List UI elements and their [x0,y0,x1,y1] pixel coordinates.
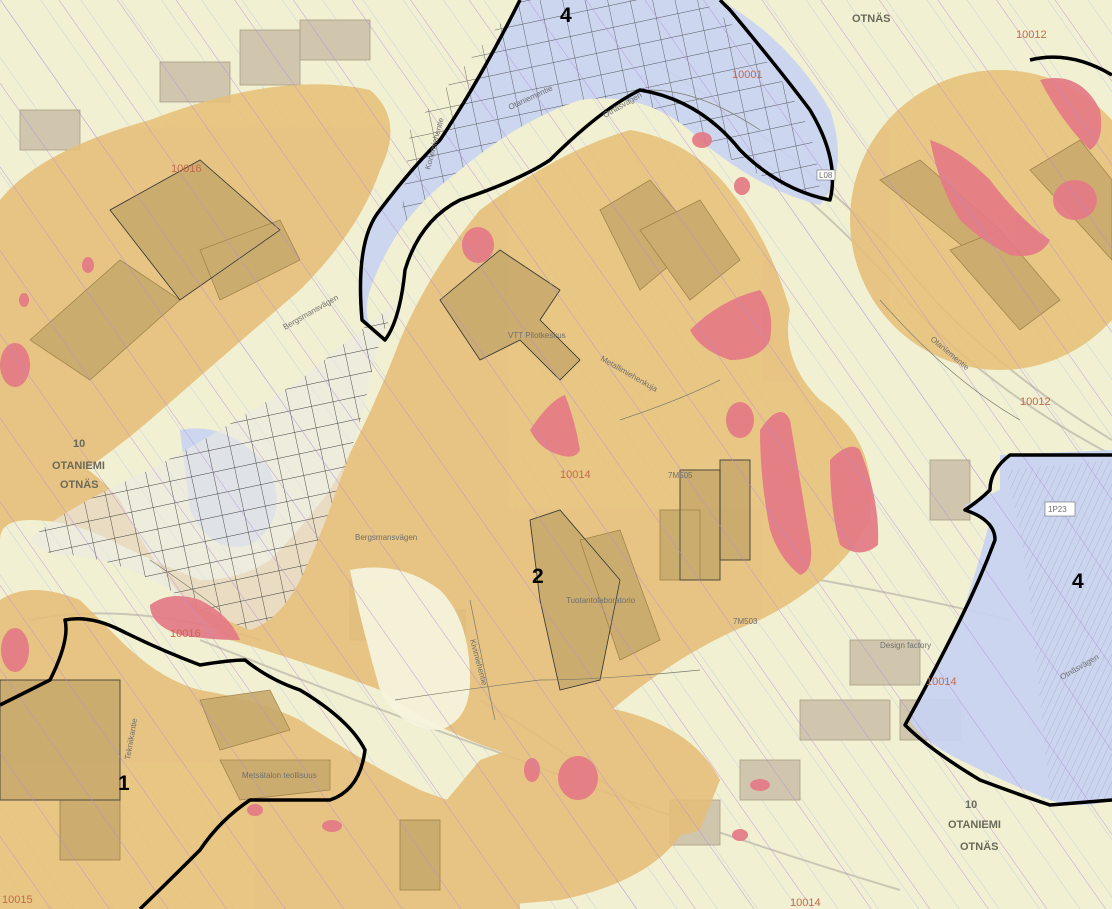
building-labels: VTT Pilotkeskus Tuotantolaboratorio Desi… [242,331,931,780]
zone-labels: 4 2 1 4 [118,4,1084,795]
district-name: OTANIEMI [948,819,1001,831]
district-name: OTANIEMI [52,460,105,472]
code-label: 1P23 [1048,505,1067,514]
zone-label-2: 2 [532,565,544,588]
parcel-label: 10014 [790,897,821,909]
district-number: 10 [965,799,977,811]
district-name: OTNÄS [852,12,891,25]
district-name: OTNÄS [60,478,99,491]
district-number: 10 [73,438,85,450]
building-label: Tuotantolaboratorio [566,596,636,605]
parcel-label: 10016 [171,163,202,175]
code-label: L08 [819,171,833,180]
district-name: OTNÄS [960,840,999,853]
street-label: Bergsmansvägen [355,533,417,542]
parcel-label: 10001 [732,69,763,81]
parcel-label: 10012 [1020,396,1051,408]
faint-road-lines [149,89,1021,721]
parcel-label: 10014 [926,676,957,688]
code-label: 7M503 [733,617,758,626]
building-label: VTT Pilotkeskus [508,331,566,340]
parcel-label: 10014 [560,469,591,481]
building-label: Design factory [880,641,931,650]
building-label: Metsätalon teollisuus [242,771,317,780]
parcel-label: 10012 [1016,29,1047,41]
zone-label-4-right: 4 [1072,570,1084,593]
district-labels: 10 OTANIEMI OTNÄS OTNÄS 10 OTANIEMI OTNÄ… [52,12,1001,853]
code-label: 7M505 [668,471,693,480]
zone-label-4-top: 4 [560,4,572,27]
parcel-label: 10015 [2,894,33,906]
parcel-label: 10016 [170,628,201,640]
zone-label-1: 1 [118,772,130,795]
parcel-numbers: 10016 10016 10014 10012 10012 10001 1001… [2,29,1051,909]
map-codes: 1P23 7M505 7M503 L08 [668,169,1076,626]
